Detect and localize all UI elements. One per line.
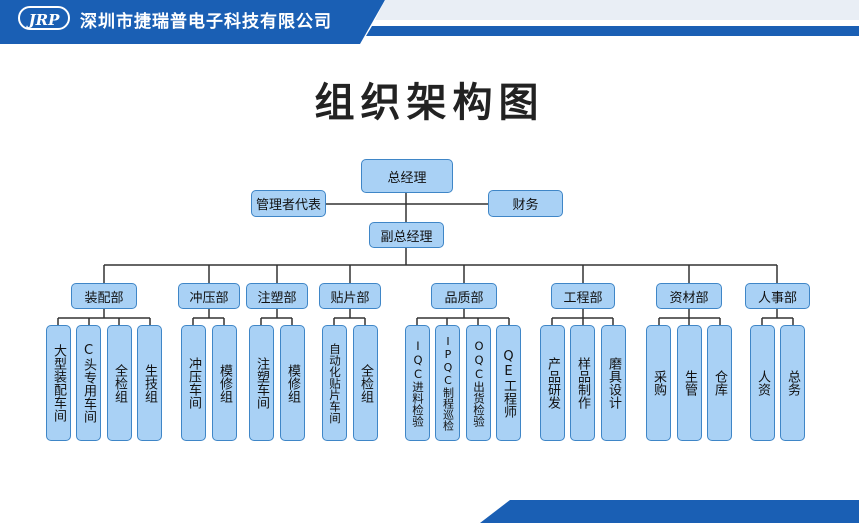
unit-materials-purchasing: 采购 (646, 325, 671, 441)
unit-assembly-c-head-workshop: C头专用车间 (76, 325, 101, 441)
dept-stamping: 冲压部 (178, 283, 240, 309)
ceo-box: 总经理 (361, 159, 453, 193)
unit-hr-general-affairs: 总务 (780, 325, 805, 441)
unit-assembly-full-inspection: 全检组 (107, 325, 132, 441)
company-name: 深圳市捷瑞普电子科技有限公司 (80, 12, 332, 32)
unit-hr-personnel: 人资 (750, 325, 775, 441)
page-title: 组织架构图 (314, 80, 545, 126)
unit-eng-sample: 样品制作 (570, 325, 595, 441)
dept-materials: 资材部 (656, 283, 722, 309)
unit-quality-iqc: IQC进料检验 (405, 325, 430, 441)
unit-materials-production-control: 生管 (677, 325, 702, 441)
unit-injection-mold-repair: 模修组 (280, 325, 305, 441)
unit-stamping-mold-repair: 模修组 (212, 325, 237, 441)
unit-quality-oqc: OQC出货检验 (466, 325, 491, 441)
unit-eng-rd: 产品研发 (540, 325, 565, 441)
unit-assembly-tech: 生技组 (137, 325, 162, 441)
dept-quality: 品质部 (431, 283, 497, 309)
unit-smt-full-inspection: 全检组 (353, 325, 378, 441)
unit-quality-ipqc: IPQC制程巡检 (435, 325, 460, 441)
unit-assembly-large-workshop: 大型装配车间 (46, 325, 71, 441)
unit-quality-qe: QE工程师 (496, 325, 521, 441)
header-band (0, 0, 859, 44)
unit-smt-workshop: 自动化贴片车间 (322, 325, 347, 441)
dept-smt: 贴片部 (319, 283, 381, 309)
dept-engineering: 工程部 (551, 283, 615, 309)
management-rep-box: 管理者代表 (251, 190, 326, 217)
dept-hr: 人事部 (745, 283, 810, 309)
unit-injection-workshop: 注塑车间 (249, 325, 274, 441)
dept-assembly: 装配部 (71, 283, 137, 309)
finance-box: 财务 (488, 190, 563, 217)
unit-eng-mold-design: 磨具设计 (601, 325, 626, 441)
unit-stamping-workshop: 冲压车间 (181, 325, 206, 441)
vp-box: 副总经理 (369, 222, 444, 248)
company-logo: JRP (18, 6, 70, 30)
unit-materials-warehouse: 仓库 (707, 325, 732, 441)
dept-injection: 注塑部 (246, 283, 308, 309)
